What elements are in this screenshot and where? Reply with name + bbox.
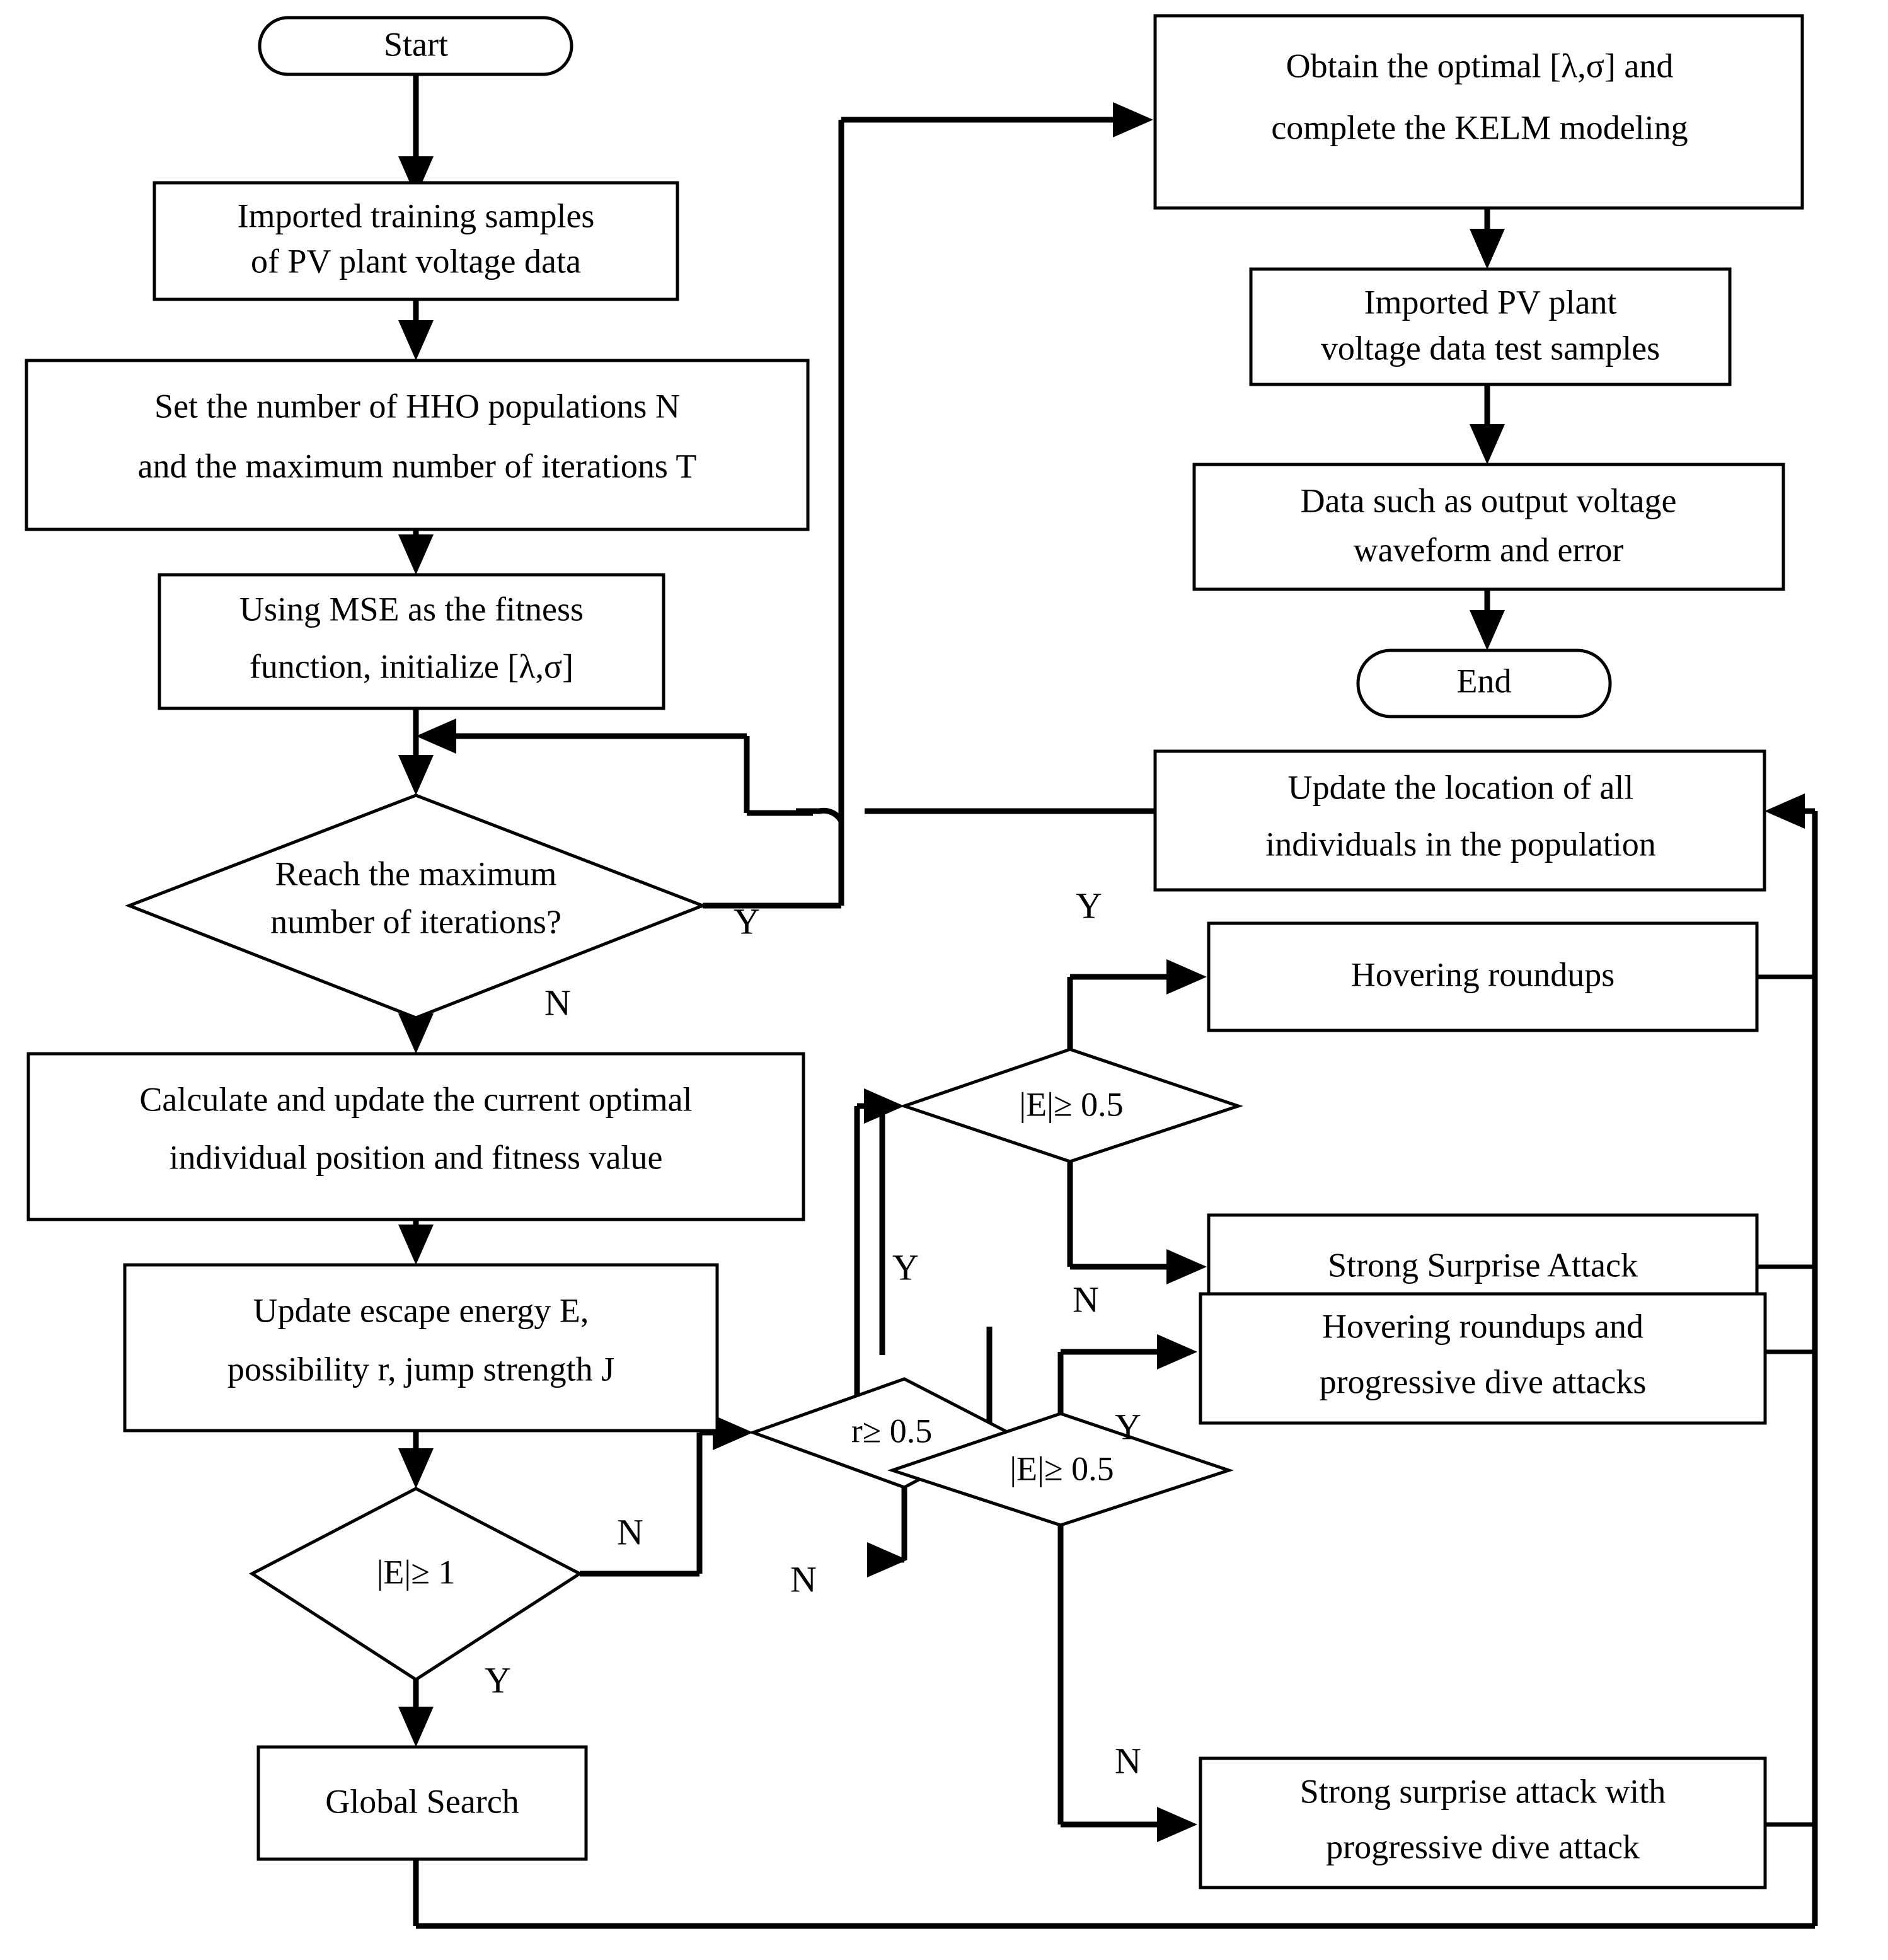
edge-label-e-ge-05-top-yes: Y [1076,885,1102,926]
node-import-test-line1: Imported PV plant [1364,283,1617,321]
node-strong-surprise-attack-label: Strong Surprise Attack [1328,1246,1638,1284]
edge-set-population-to-mse [398,529,434,575]
node-obtain-optimal-line2: complete the KELM modeling [1271,108,1688,146]
node-calc-update-line2: individual position and fitness value [170,1138,663,1176]
edge-reach-max-iter-yes [703,102,1153,909]
node-hovering-roundups[interactable]: Hovering roundups [1207,921,1759,1032]
node-end-label: End [1457,662,1512,700]
edge-obtain-to-import-test [1470,208,1505,269]
edge-feedback-corridor [744,736,813,816]
node-hovering-roundups-label: Hovering roundups [1351,955,1615,993]
node-reach-max-iter-line2: number of iterations? [270,902,561,940]
node-import-training-line2: of PV plant voltage data [251,242,581,280]
node-data-output-line2: waveform and error [1354,531,1624,568]
node-e-ge-1-label: |E|≥ 1 [377,1553,456,1591]
edge-label-e-ge-1-yes: Y [485,1659,511,1700]
node-hovering-progressive[interactable]: Hovering roundups and progressive dive a… [1199,1292,1767,1425]
node-set-population[interactable]: Set the number of HHO populations N and … [25,359,810,531]
node-e-ge-05-bottom[interactable]: |E|≥ 0.5 [887,1412,1234,1527]
node-reach-max-iter-line1: Reach the maximum [275,855,557,892]
node-e-ge-05-top-label: |E|≥ 0.5 [1019,1085,1123,1123]
edge-e-ge-05-top-yes [1067,959,1207,1049]
node-e-ge-1[interactable]: |E|≥ 1 [249,1487,583,1681]
node-mse-fitness-line2: function, initialize [λ,σ] [250,647,573,685]
edge-right-collector-bus [1756,793,1818,1926]
node-update-location-line2: individuals in the population [1265,825,1655,863]
edge-import-training-to-set-population [398,299,434,360]
edge-start-to-import-training [398,74,434,197]
node-mse-fitness-line1: Using MSE as the fitness [239,590,584,628]
node-data-output-line1: Data such as output voltage [1301,481,1677,519]
node-start-label: Start [384,25,448,63]
node-hovering-progressive-line1: Hovering roundups and [1322,1307,1643,1345]
edge-feedback-into-merge [416,718,747,754]
node-import-test[interactable]: Imported PV plant voltage data test samp… [1249,267,1732,386]
edge-label-e-ge-05-top-no: N [1073,1279,1099,1320]
node-update-location-line1: Update the location of all [1288,768,1634,806]
node-global-search[interactable]: Global Search [256,1745,588,1861]
node-e-ge-05-top[interactable]: |E|≥ 0.5 [899,1047,1243,1163]
edge-reach-max-iter-no [398,1013,434,1054]
node-import-test-line2: voltage data test samples [1321,329,1660,367]
edge-r-ge-05-yes-corridor [854,1088,904,1433]
edge-e-ge-1-no [580,1415,753,1577]
node-strong-progressive-line2: progressive dive attack [1326,1828,1640,1865]
edge-global-search-return [413,1859,1815,1929]
edge-label-r-ge-05-no: N [790,1559,817,1600]
node-update-escape-line2: possibility r, jump strength J [227,1350,614,1388]
node-start[interactable]: Start [258,16,573,76]
node-end[interactable]: End [1356,649,1612,718]
node-set-population-line2: and the maximum number of iterations T [138,447,697,485]
edge-label-r-ge-05-yes: Y [892,1247,919,1288]
edge-update-escape-to-e-ge-1 [398,1431,434,1489]
node-set-population-line1: Set the number of HHO populations N [154,387,680,425]
node-mse-fitness[interactable]: Using MSE as the fitness function, initi… [158,573,665,710]
edge-label-reach-max-iter-no: N [544,982,571,1023]
edge-e-ge-05-bottom-no [1057,1525,1197,1842]
edge-label-e-ge-05-bottom-yes: Y [1115,1406,1141,1447]
edge-e-ge-05-top-no [1067,1162,1207,1284]
node-r-ge-05-label: r≥ 0.5 [851,1412,933,1450]
node-reach-max-iter[interactable]: Reach the maximum number of iterations? [125,793,707,1020]
edge-e-ge-05-bottom-yes [1057,1334,1197,1414]
node-import-training-line1: Imported training samples [238,197,595,234]
edge-label-reach-max-iter-yes: Y [734,901,760,942]
edge-e-ge-1-yes [398,1680,434,1747]
edge-r-ge-05-yes [879,1105,993,1433]
edge-calc-to-update-escape [398,1219,434,1265]
node-data-output[interactable]: Data such as output voltage waveform and… [1192,463,1785,591]
edge-r-ge-05-no [867,1487,907,1577]
node-e-ge-05-bottom-label: |E|≥ 0.5 [1010,1450,1114,1487]
node-calc-update[interactable]: Calculate and update the current optimal… [26,1052,805,1221]
node-update-escape-line1: Update escape energy E, [253,1291,589,1329]
node-strong-progressive-line1: Strong surprise attack with [1300,1772,1666,1810]
node-strong-progressive[interactable]: Strong surprise attack with progressive … [1199,1756,1767,1889]
node-obtain-optimal-line1: Obtain the optimal [λ,σ] and [1286,47,1674,84]
edge-import-test-to-data-output [1470,384,1505,464]
edge-label-e-ge-05-bottom-no: N [1115,1740,1141,1781]
node-update-location[interactable]: Update the location of all individuals i… [1153,749,1766,892]
node-hovering-progressive-line2: progressive dive attacks [1320,1363,1647,1400]
node-obtain-optimal[interactable]: Obtain the optimal [λ,σ] and complete th… [1153,14,1804,210]
node-update-escape[interactable]: Update escape energy E, possibility r, j… [123,1263,719,1433]
edge-mse-to-reach-max-iter [398,708,434,795]
node-calc-update-line1: Calculate and update the current optimal [139,1080,692,1118]
node-import-training[interactable]: Imported training samples of PV plant vo… [153,181,679,301]
node-global-search-label: Global Search [325,1782,519,1820]
edge-data-output-to-end [1470,589,1505,650]
edge-label-e-ge-1-no: N [617,1511,643,1552]
